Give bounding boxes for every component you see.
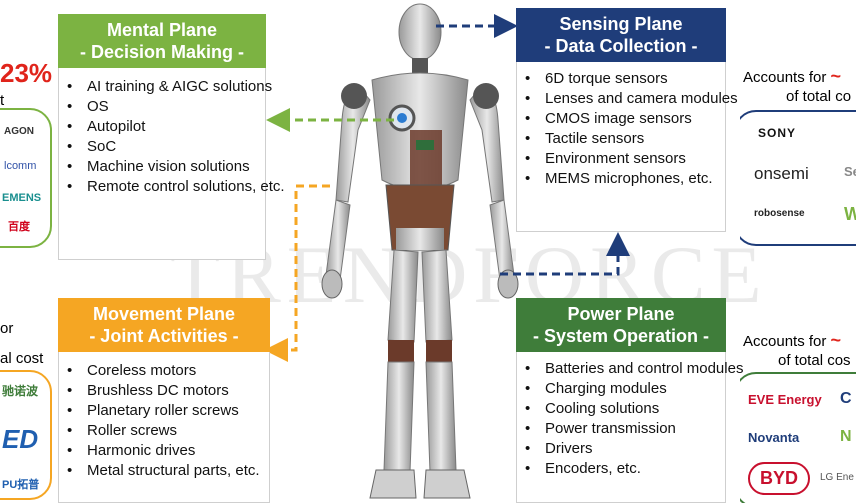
power-plane-subtitle: - System Operation - [532, 326, 710, 346]
list-item: Machine vision solutions [67, 157, 287, 177]
logo-tuopu: PU拓普 [2, 479, 40, 491]
right-bottom-accounts: Accounts for ~ [743, 330, 841, 351]
list-item: Harmonic drives [67, 441, 291, 461]
left-side-panel: 23% t AGON lcomm EMENS 百度 or al cost 驰诺波… [0, 0, 60, 503]
list-item: Encoders, etc. [525, 459, 747, 479]
right-bottom-panel: Accounts for ~ of total cos EVE Energy N… [740, 326, 856, 503]
list-item: Drivers [525, 439, 747, 459]
list-item: Coreless motors [67, 361, 291, 381]
list-item: Roller screws [67, 421, 291, 441]
list-item: Planetary roller screws [67, 401, 291, 421]
list-item: MEMS microphones, etc. [525, 169, 747, 189]
right-top-accounts: Accounts for ~ [743, 66, 841, 87]
logo-baidu: 百度 [8, 221, 30, 233]
power-plane-box: Power Plane - System Operation - Batteri… [516, 298, 743, 503]
logo-w: W [844, 204, 856, 224]
left-percent: 23% [0, 58, 53, 88]
list-item: Tactile sensors [525, 129, 747, 149]
right-bottom-tilde: ~ [830, 330, 842, 350]
sensing-plane-box: Sensing Plane - Data Collection - 6D tor… [516, 8, 738, 232]
arrow-power [500, 232, 630, 276]
logo-lg-energy: LG Ene [820, 472, 854, 483]
logo-siemens: EMENS [2, 192, 42, 204]
right-bottom-of-total: of total cos [778, 352, 851, 369]
logo-se: Se [844, 164, 856, 179]
logo-sony: SONY [758, 126, 797, 140]
left-logo-box-2: 驰诺波 ED PU拓普 [0, 370, 52, 500]
movement-plane-title: Movement Plane [92, 304, 236, 324]
list-item: Environment sensors [525, 149, 747, 169]
logo-n: N [840, 428, 852, 445]
list-item: OS [67, 97, 287, 117]
movement-plane-list: Coreless motors Brushless DC motors Plan… [59, 361, 291, 481]
list-item: Autopilot [67, 117, 287, 137]
list-item: Metal structural parts, etc. [67, 461, 291, 481]
list-item: AI training & AIGC solutions [67, 77, 287, 97]
mental-plane-list: AI training & AIGC solutions OS Autopilo… [59, 77, 287, 197]
mental-plane-title: Mental Plane [106, 20, 218, 40]
sensing-plane-header: Sensing Plane - Data Collection - [516, 8, 726, 62]
movement-plane-header: Movement Plane - Joint Activities - [58, 298, 270, 352]
list-item: SoC [67, 137, 287, 157]
list-item: Charging modules [525, 379, 747, 399]
logo-ed: ED [2, 424, 39, 454]
logo-robosense: robosense [754, 208, 805, 219]
left-text-cost: al cost [0, 350, 44, 367]
sensing-plane-list: 6D torque sensors Lenses and camera modu… [517, 69, 747, 189]
right-top-accounts-text: Accounts for [743, 69, 827, 86]
logo-chinese-1: 驰诺波 [2, 384, 39, 398]
list-item: Cooling solutions [525, 399, 747, 419]
logo-aragon: AGON [4, 126, 34, 137]
list-item: Lenses and camera modules [525, 89, 747, 109]
sensing-plane-subtitle: - Data Collection - [544, 36, 698, 56]
right-bottom-logo-box: EVE Energy Novanta BYD LG Ene C N [740, 372, 856, 503]
logo-novanta: Novanta [748, 430, 800, 445]
humanoid-robot [321, 3, 519, 499]
right-bottom-accounts-text: Accounts for [743, 333, 827, 350]
arrow-movement [264, 184, 330, 362]
movement-plane-box: Movement Plane - Joint Activities - Core… [58, 298, 270, 503]
mental-plane-header: Mental Plane - Decision Making - [58, 14, 266, 68]
list-item: Brushless DC motors [67, 381, 291, 401]
list-item: 6D torque sensors [525, 69, 747, 89]
movement-plane-subtitle: - Joint Activities - [89, 326, 239, 346]
list-item: Batteries and control modules [525, 359, 747, 379]
list-item: Remote control solutions, etc. [67, 177, 287, 197]
left-text-t: t [0, 92, 5, 109]
right-top-tilde: ~ [830, 66, 842, 86]
logo-onsemi: onsemi [754, 164, 809, 183]
list-item: CMOS image sensors [525, 109, 747, 129]
logo-byd: BYD [748, 462, 811, 495]
left-logo-box: AGON lcomm EMENS 百度 [0, 108, 52, 248]
logo-c: C [840, 390, 852, 407]
logo-qualcomm: lcomm [4, 160, 37, 172]
sensing-plane-title: Sensing Plane [559, 14, 683, 34]
power-plane-header: Power Plane - System Operation - [516, 298, 726, 352]
logo-eve-energy: EVE Energy [748, 392, 822, 407]
right-top-logo-box: SONY onsemi robosense Se W [740, 110, 856, 246]
power-plane-title: Power Plane [567, 304, 675, 324]
mental-plane-subtitle: - Decision Making - [79, 42, 245, 62]
right-top-of-total: of total co [786, 88, 852, 105]
list-item: Power transmission [525, 419, 747, 439]
right-top-panel: Accounts for ~ of total co SONY onsemi r… [740, 60, 856, 250]
left-text-or: or [0, 320, 14, 337]
mental-plane-box: Mental Plane - Decision Making - AI trai… [58, 14, 285, 260]
power-plane-list: Batteries and control modules Charging m… [517, 359, 747, 479]
